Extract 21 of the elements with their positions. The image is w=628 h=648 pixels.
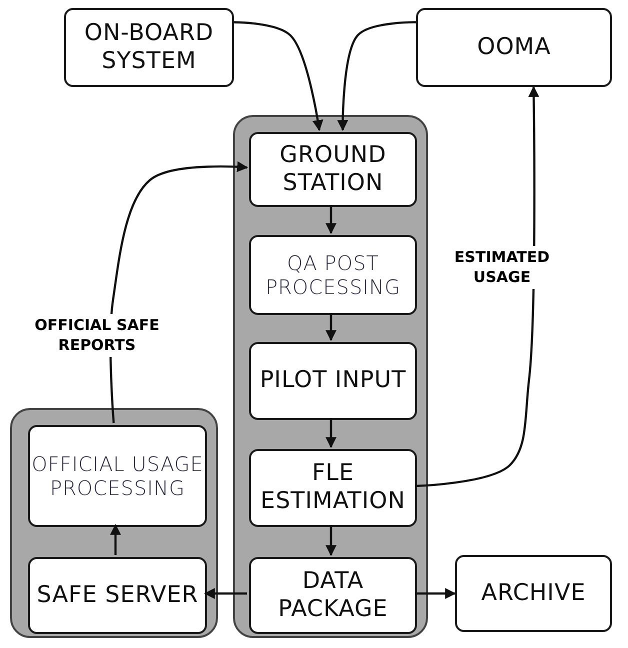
arrow <box>204 588 247 599</box>
arrow <box>234 21 324 132</box>
arrow <box>337 21 416 132</box>
process-box: OOMA <box>416 8 612 87</box>
arrow <box>326 205 336 234</box>
arrow <box>326 313 336 342</box>
process-box: GROUND STATION <box>249 132 417 207</box>
arrow <box>414 86 540 488</box>
arrow <box>415 588 456 599</box>
group-panel <box>233 115 428 638</box>
arrow <box>326 525 336 556</box>
process-box: QA POST PROCESSING <box>249 235 417 315</box>
process-box: SAFE SERVER <box>28 557 207 634</box>
process-box: PILOT INPUT <box>249 342 417 420</box>
process-box: ARCHIVE <box>455 555 612 632</box>
arrow <box>326 418 336 448</box>
process-box: OFFICIAL USAGE PROCESSING <box>28 425 207 527</box>
group-panel <box>10 408 218 638</box>
process-box: DATA PACKAGE <box>249 557 417 634</box>
process-box: ON-BOARD SYSTEM <box>64 8 234 87</box>
process-box: FLE ESTIMATION <box>249 449 417 527</box>
